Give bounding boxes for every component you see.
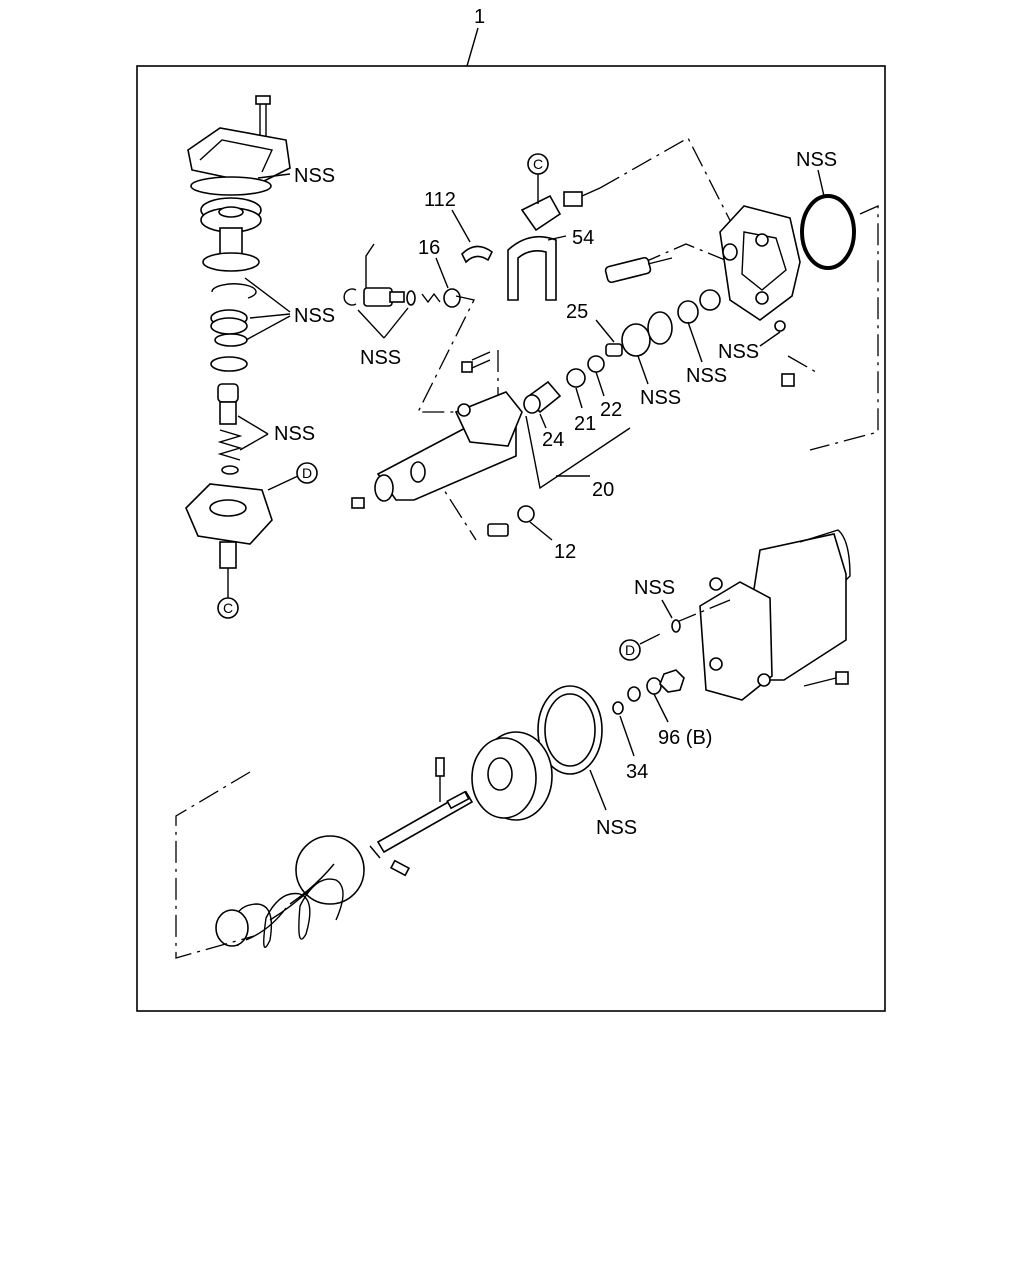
part-16 bbox=[421, 257, 461, 308]
return-spring bbox=[215, 835, 365, 948]
callout-c-left: C bbox=[217, 568, 239, 619]
label-nss-top-cover: NSS bbox=[294, 165, 335, 187]
label-part-54: 54 bbox=[572, 227, 594, 249]
housing-bolt bbox=[461, 351, 491, 373]
motor-canister bbox=[671, 529, 851, 701]
label-nss-seals: NSS bbox=[294, 305, 335, 327]
label-part-96b: 96 (B) bbox=[658, 727, 712, 749]
svg-text:D: D bbox=[625, 642, 635, 658]
label-nss-small-oring: NSS bbox=[634, 577, 675, 599]
label-nss-seals-mid: NSS bbox=[686, 365, 727, 387]
label-part-12: 12 bbox=[554, 541, 576, 563]
assembly-frame bbox=[136, 65, 886, 1012]
pump-oring bbox=[800, 169, 856, 270]
left-valve-stack bbox=[185, 95, 291, 569]
svg-text:C: C bbox=[223, 600, 233, 616]
part-54-fork bbox=[507, 187, 601, 301]
label-part-20: 20 bbox=[592, 479, 614, 501]
nut-washer-96b bbox=[627, 669, 685, 723]
label-nss-pump-oring: NSS bbox=[796, 149, 837, 171]
callout-d-lower: D bbox=[619, 631, 665, 661]
svg-text:D: D bbox=[302, 465, 312, 481]
nss-fittings-group bbox=[343, 243, 416, 339]
label-part-34: 34 bbox=[626, 761, 648, 783]
piston bbox=[471, 731, 553, 821]
parts-20-kit bbox=[523, 319, 631, 490]
label-part-25: 25 bbox=[566, 301, 588, 323]
label-part-21: 21 bbox=[574, 413, 596, 435]
svg-text:C: C bbox=[533, 156, 543, 172]
small-oring-lower bbox=[671, 619, 681, 633]
label-nss-large-seal: NSS bbox=[596, 817, 637, 839]
cylinder-housing bbox=[351, 391, 523, 509]
pump-body bbox=[719, 205, 801, 387]
label-part-24: 24 bbox=[542, 429, 564, 451]
pump-shaft bbox=[604, 256, 673, 284]
large-seal-ring bbox=[537, 685, 607, 811]
label-part-112: 112 bbox=[424, 189, 456, 211]
part-112-clip bbox=[451, 209, 494, 264]
callout-d-left: D bbox=[267, 462, 318, 491]
label-nss-fittings: NSS bbox=[360, 347, 401, 369]
callout-c-top: C bbox=[527, 153, 549, 204]
push-rod bbox=[369, 757, 474, 877]
label-nss-oring-mid: NSS bbox=[640, 387, 681, 409]
part-12 bbox=[487, 505, 553, 541]
label-part-16: 16 bbox=[418, 237, 440, 259]
part-34-ring bbox=[612, 701, 624, 715]
label-nss-spring: NSS bbox=[274, 423, 315, 445]
label-assembly-1: 1 bbox=[474, 6, 485, 28]
label-part-22: 22 bbox=[600, 399, 622, 421]
label-nss-pump: NSS bbox=[718, 341, 759, 363]
pump-seals bbox=[621, 289, 721, 385]
